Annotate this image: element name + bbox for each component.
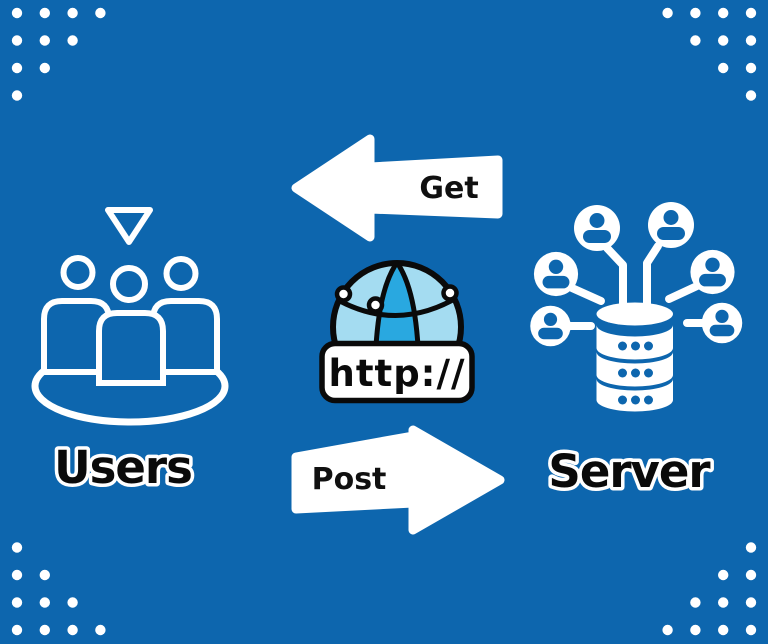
client-user-icon [530,305,571,347]
client-user-icon [701,302,743,344]
get-arrow [291,134,503,242]
http-address-box [319,340,475,404]
corner-dots-bottom-right-icon [662,542,757,636]
client-user-icon [648,202,694,248]
get-arrow-label: Get [419,171,478,206]
globe-node-icon [334,285,353,303]
corner-dots-top-right-icon [662,7,757,101]
users-group-icon [31,207,229,426]
corner-dots-bottom-left-icon [11,542,106,636]
corner-dots-top-left-icon [11,7,106,101]
database-cylinder-icon [596,302,673,412]
server-database-icon [530,202,743,412]
post-arrow [291,425,505,535]
client-user-icon [690,249,735,295]
http-protocol-label: http:// [328,352,465,395]
server-label: Server [548,445,711,498]
post-arrow-label: Post [312,462,387,497]
globe-node-icon [441,284,459,302]
client-user-icon [533,251,579,297]
left-arrow-shape [291,134,503,242]
users-label: Users [54,441,192,494]
http-globe-icon: http:// [319,260,475,404]
cursor-triangle-icon [105,207,153,245]
globe-node-icon [366,296,385,314]
right-arrow-shape [291,425,505,535]
client-user-icon [574,205,620,251]
